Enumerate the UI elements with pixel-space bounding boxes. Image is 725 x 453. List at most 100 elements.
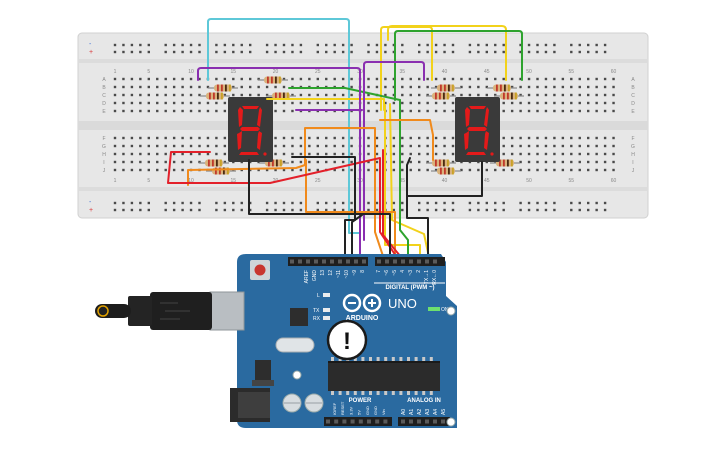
breadboard-hole[interactable] (122, 136, 125, 140)
breadboard-hole[interactable] (570, 109, 573, 113)
breadboard-hole[interactable] (392, 101, 396, 105)
breadboard-hole[interactable] (451, 152, 455, 156)
breadboard-hole[interactable] (189, 50, 193, 54)
breadboard-hole[interactable] (401, 101, 404, 105)
breadboard-hole[interactable] (519, 144, 522, 148)
breadboard-hole[interactable] (570, 168, 573, 172)
breadboard-hole[interactable] (570, 43, 573, 47)
header-hole[interactable] (342, 419, 347, 424)
breadboard-hole[interactable] (451, 101, 455, 105)
header-hole[interactable] (401, 259, 405, 264)
breadboard-hole[interactable] (468, 85, 472, 89)
breadboard-hole[interactable] (147, 152, 150, 156)
breadboard-hole[interactable] (215, 101, 218, 105)
resistor[interactable] (199, 159, 229, 167)
breadboard-hole[interactable] (172, 77, 176, 81)
breadboard-hole[interactable] (561, 152, 565, 156)
breadboard-hole[interactable] (468, 77, 472, 81)
header-hole[interactable] (306, 259, 310, 264)
breadboard-hole[interactable] (130, 101, 134, 105)
header-hole[interactable] (362, 259, 366, 264)
breadboard-hole[interactable] (299, 144, 303, 148)
breadboard-hole[interactable] (172, 160, 176, 164)
breadboard-hole[interactable] (477, 201, 480, 205)
breadboard-hole[interactable] (587, 168, 590, 172)
breadboard-hole[interactable] (172, 109, 176, 113)
breadboard-hole[interactable] (595, 93, 598, 97)
breadboard-hole[interactable] (468, 43, 472, 47)
breadboard-hole[interactable] (612, 136, 615, 140)
breadboard-hole[interactable] (570, 93, 573, 97)
breadboard-hole[interactable] (215, 144, 218, 148)
breadboard-hole[interactable] (316, 208, 319, 212)
breadboard-hole[interactable] (113, 168, 117, 172)
breadboard-hole[interactable] (510, 152, 514, 156)
breadboard-hole[interactable] (451, 144, 455, 148)
breadboard-hole[interactable] (409, 136, 412, 140)
breadboard-hole[interactable] (603, 50, 607, 54)
breadboard-hole[interactable] (561, 101, 565, 105)
breadboard-hole[interactable] (113, 85, 117, 89)
breadboard-hole[interactable] (198, 109, 201, 113)
breadboard-hole[interactable] (189, 85, 193, 89)
breadboard-hole[interactable] (553, 136, 556, 140)
breadboard-hole[interactable] (451, 93, 455, 97)
breadboard-hole[interactable] (156, 85, 159, 89)
breadboard-hole[interactable] (215, 50, 218, 54)
breadboard-hole[interactable] (536, 50, 539, 54)
breadboard-hole[interactable] (367, 168, 370, 172)
breadboard-hole[interactable] (325, 77, 328, 81)
breadboard-hole[interactable] (181, 208, 184, 212)
breadboard-hole[interactable] (164, 152, 167, 156)
breadboard-hole[interactable] (198, 77, 201, 81)
breadboard-hole[interactable] (113, 208, 117, 212)
breadboard-hole[interactable] (333, 208, 336, 212)
breadboard-hole[interactable] (426, 144, 429, 148)
breadboard-hole[interactable] (426, 152, 429, 156)
breadboard-hole[interactable] (139, 50, 142, 54)
breadboard-hole[interactable] (409, 168, 412, 172)
breadboard-hole[interactable] (553, 43, 556, 47)
breadboard-hole[interactable] (122, 144, 125, 148)
breadboard-hole[interactable] (308, 136, 311, 140)
breadboard-hole[interactable] (578, 101, 581, 105)
header-hole[interactable] (330, 259, 334, 264)
breadboard-hole[interactable] (384, 101, 387, 105)
breadboard-hole[interactable] (147, 208, 150, 212)
breadboard-hole[interactable] (181, 168, 184, 172)
breadboard-hole[interactable] (536, 208, 539, 212)
breadboard-hole[interactable] (409, 109, 412, 113)
breadboard-hole[interactable] (578, 144, 581, 148)
breadboard-hole[interactable] (544, 101, 548, 105)
breadboard-hole[interactable] (502, 136, 505, 140)
breadboard-hole[interactable] (139, 208, 142, 212)
resistor[interactable] (431, 84, 461, 92)
breadboard-hole[interactable] (603, 101, 607, 105)
breadboard-hole[interactable] (409, 77, 412, 81)
breadboard-hole[interactable] (578, 85, 581, 89)
breadboard-hole[interactable] (587, 144, 590, 148)
breadboard-hole[interactable] (350, 168, 353, 172)
breadboard-hole[interactable] (375, 168, 379, 172)
breadboard-hole[interactable] (240, 85, 243, 89)
breadboard-hole[interactable] (502, 101, 505, 105)
breadboard-hole[interactable] (468, 208, 472, 212)
breadboard-hole[interactable] (308, 144, 311, 148)
breadboard-hole[interactable] (350, 152, 353, 156)
breadboard-hole[interactable] (122, 168, 125, 172)
breadboard-hole[interactable] (392, 109, 396, 113)
breadboard-hole[interactable] (223, 77, 227, 81)
breadboard-hole[interactable] (172, 136, 176, 140)
breadboard-hole[interactable] (316, 160, 319, 164)
breadboard-hole[interactable] (147, 101, 150, 105)
breadboard-hole[interactable] (519, 152, 522, 156)
breadboard-hole[interactable] (409, 85, 412, 89)
breadboard-hole[interactable] (299, 43, 303, 47)
breadboard-hole[interactable] (325, 201, 328, 205)
breadboard-hole[interactable] (426, 109, 429, 113)
breadboard-hole[interactable] (570, 136, 573, 140)
breadboard-hole[interactable] (130, 109, 134, 113)
breadboard-hole[interactable] (418, 201, 421, 205)
breadboard-hole[interactable] (333, 50, 336, 54)
breadboard-hole[interactable] (544, 152, 548, 156)
